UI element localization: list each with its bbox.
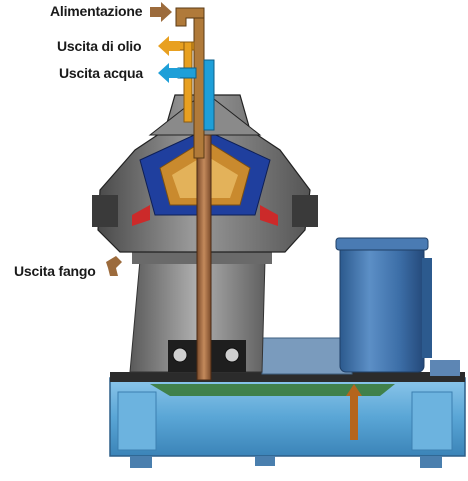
oil-outlet-label: Uscita di olio: [57, 38, 142, 54]
sludge-arrow-icon: [106, 256, 122, 276]
motor: [261, 237, 460, 376]
spindle: [175, 7, 212, 381]
feed-arrow-icon: [150, 2, 172, 22]
water-outlet-label: Uscita acqua: [59, 65, 143, 81]
base-frame: [109, 372, 466, 468]
sludge-outlet-label: Uscita fango: [14, 263, 96, 279]
outlet-pipes: [177, 41, 215, 131]
water-arrow-icon: [158, 63, 180, 83]
feed-label: Alimentazione: [50, 3, 143, 19]
oil-arrow-icon: [158, 36, 180, 56]
